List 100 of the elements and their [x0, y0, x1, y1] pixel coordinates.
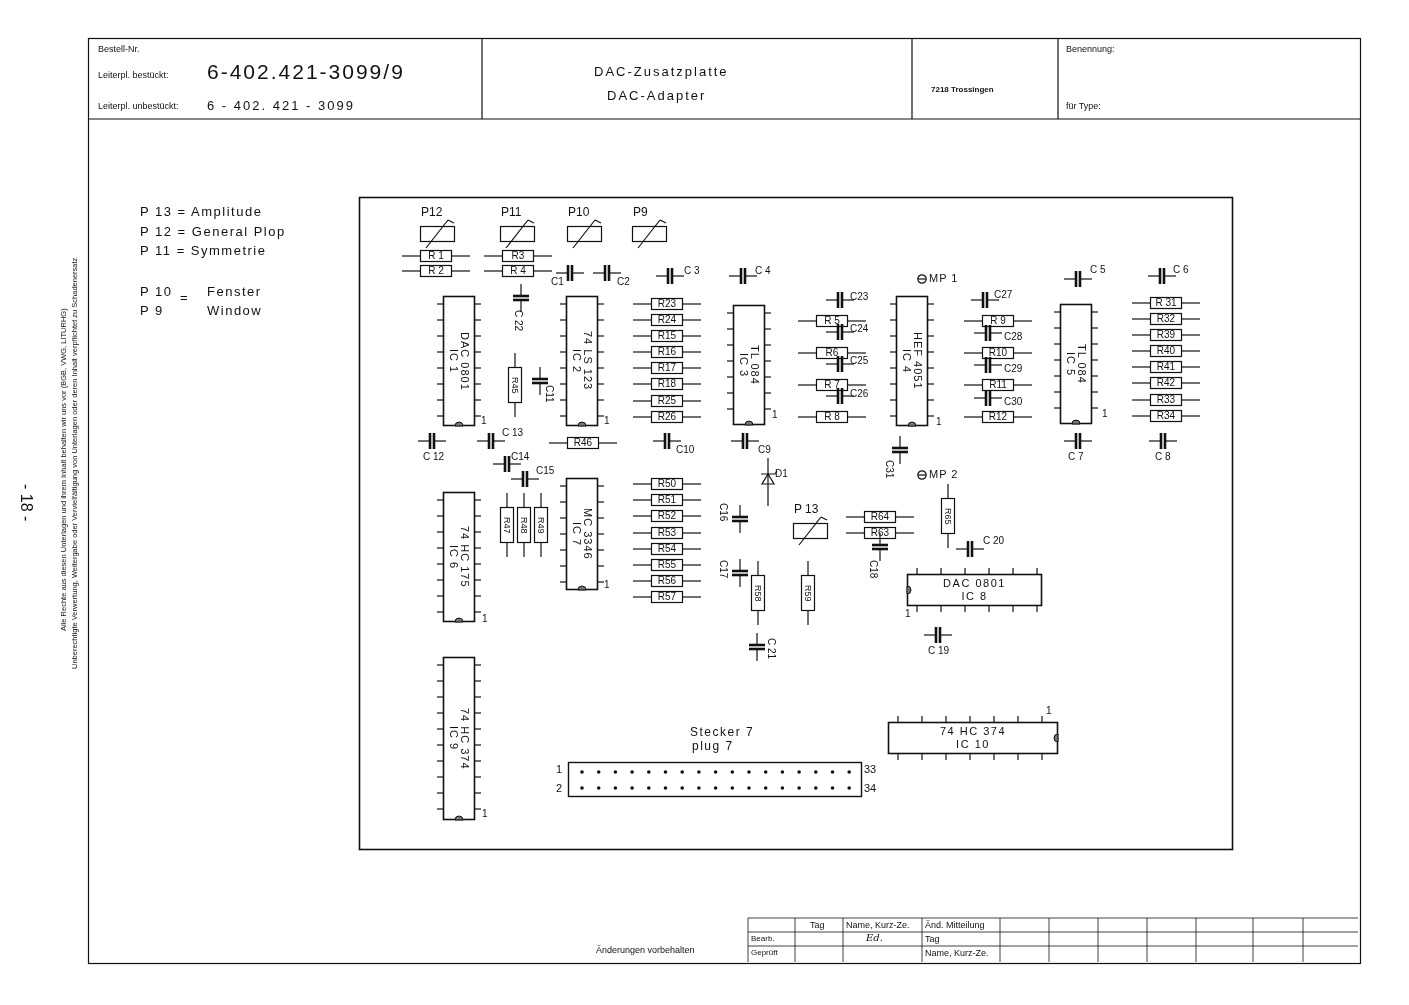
component-label: R56	[656, 576, 678, 586]
test-point-label: MP 1	[929, 273, 959, 284]
component-label: R15	[656, 331, 678, 341]
component-label: R12	[987, 412, 1009, 422]
component-label: R55	[656, 560, 678, 570]
component-label: R49	[536, 515, 546, 536]
chip-type-label: TL 084	[749, 345, 760, 385]
component-label: C31	[884, 460, 894, 479]
chip-type-label: DAC 0801	[943, 578, 1006, 589]
component-label: R52	[656, 511, 678, 521]
component-label: C 12	[423, 452, 445, 462]
component-label: C 6	[1173, 265, 1189, 275]
component-label: C25	[850, 356, 869, 366]
component-label: R48	[519, 515, 529, 536]
ic-designator: IC 7	[571, 521, 582, 547]
chip-type-label: 74 LS 123	[582, 331, 593, 391]
component-label: R46	[572, 438, 594, 448]
component-label: R 31	[1154, 298, 1178, 308]
component-label: P9	[633, 206, 648, 218]
component-label: C17	[718, 560, 728, 579]
component-label: P11	[501, 206, 522, 218]
pin-number: 33	[864, 764, 877, 775]
component-label: C 7	[1068, 452, 1084, 462]
component-label: P12	[421, 206, 443, 218]
component-label: C30	[1004, 397, 1023, 407]
component-label: R 4	[509, 266, 527, 276]
component-label: C10	[676, 445, 695, 455]
component-label: R 9	[989, 316, 1007, 326]
pin-number: 1	[905, 609, 911, 619]
chip-type-label: 74 HC 374	[459, 707, 470, 770]
ic-designator: IC 1	[448, 348, 459, 374]
component-label: R16	[656, 347, 678, 357]
ic-designator: IC 9	[448, 726, 459, 751]
field-label: Leiterpl. bestückt:	[98, 71, 169, 80]
component-label: P10	[568, 206, 590, 218]
component-label: C29	[1004, 364, 1023, 374]
component-label: C 20	[983, 536, 1005, 546]
component-label: R50	[656, 479, 678, 489]
component-label: C15	[536, 466, 555, 476]
field-label: für Type:	[1066, 102, 1101, 111]
component-label: R65	[943, 506, 953, 527]
legend-text: P 9	[140, 304, 164, 317]
chip-type-label: DAC 0801	[459, 331, 470, 391]
legend-text: P 10	[140, 285, 173, 298]
ic-designator: IC 4	[901, 348, 912, 374]
component-label: D1	[775, 469, 788, 479]
component-label: C11	[544, 385, 554, 403]
part-number: 6-402.421-3099/9	[207, 61, 405, 82]
component-label: C26	[850, 389, 869, 399]
note-text: Änderungen vorbehalten	[596, 946, 695, 955]
component-label: R 7	[823, 380, 841, 390]
component-label: R3	[510, 251, 526, 261]
component-label: R10	[987, 348, 1009, 358]
component-label: C 13	[502, 428, 524, 438]
component-label: R41	[1155, 362, 1177, 372]
chip-type-label: 74 HC 374	[939, 726, 1007, 737]
ic-designator: IC 8	[961, 591, 988, 602]
component-label: C 3	[684, 266, 700, 276]
component-label: C27	[994, 290, 1013, 300]
legend-text: =	[180, 291, 188, 304]
component-label: C28	[1004, 332, 1023, 342]
row-label: Geprüft	[751, 949, 778, 957]
component-label: R25	[656, 396, 678, 406]
component-label: C 4	[755, 266, 771, 276]
component-label: C14	[511, 452, 530, 462]
component-label: R42	[1155, 378, 1177, 388]
pin-number: 34	[864, 783, 877, 794]
component-label: R51	[656, 495, 678, 505]
table-text: Tag	[925, 935, 940, 944]
pin-number: 1	[1102, 409, 1108, 419]
component-label: R40	[1155, 346, 1177, 356]
component-label: R64	[869, 512, 891, 522]
component-label: P 13	[794, 503, 819, 515]
component-label: R54	[656, 544, 678, 554]
component-label: C23	[850, 292, 869, 302]
legend-text: P 12 = General Plop	[140, 225, 286, 238]
component-label: R57	[656, 592, 678, 602]
pin-number: 1	[604, 580, 610, 590]
component-label: C 19	[928, 646, 950, 656]
component-label: R63	[869, 528, 891, 538]
legend-text: Fenster	[207, 285, 262, 298]
chip-type-label: TL 084	[1076, 344, 1087, 384]
part-number: 6 - 402. 421 - 3099	[207, 99, 355, 112]
component-label: C2	[617, 277, 630, 287]
legend-text: P 11 = Symmetrie	[140, 244, 267, 257]
field-label: Benennung:	[1066, 45, 1115, 54]
address-text: 7218 Trossingen	[931, 86, 994, 94]
page-number: - 18 -	[18, 484, 34, 522]
component-label: C 5	[1090, 265, 1106, 275]
pin-number: 1	[481, 416, 487, 426]
component-label: R6	[824, 348, 840, 358]
component-label: R 1	[427, 251, 445, 261]
component-label: R53	[656, 528, 678, 538]
component-label: R26	[656, 412, 678, 422]
component-label: R 8	[823, 412, 841, 422]
chip-type-label: 74 HC 175	[459, 526, 470, 588]
field-label: Bestell-Nr.	[98, 45, 140, 54]
legend-text: Window	[207, 304, 263, 317]
ic-designator: IC 10	[956, 739, 990, 750]
table-header: Tag	[810, 921, 825, 930]
